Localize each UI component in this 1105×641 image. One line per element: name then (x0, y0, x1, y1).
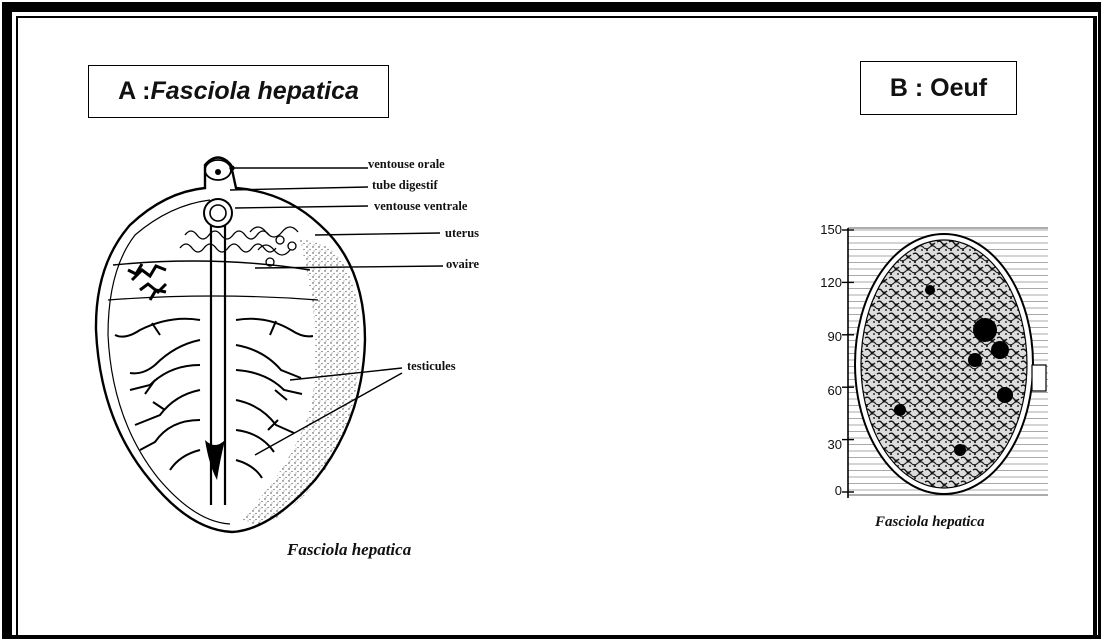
oeuf-egg-drawing (855, 234, 1046, 494)
ovary (128, 264, 166, 300)
label-testicules: testicules (407, 359, 456, 374)
scale-tick-150: 150 (808, 222, 842, 237)
label-ovaire: ovaire (446, 257, 479, 272)
label-ventouse-ventrale: ventouse ventrale (374, 199, 467, 214)
label-ventouse-orale: ventouse orale (368, 157, 445, 172)
label-uterus: uterus (445, 226, 479, 241)
panel-b-caption: Fasciola hepatica (875, 514, 985, 531)
scale-tick-120: 120 (808, 275, 842, 290)
label-tube-digestif: tube digestif (372, 178, 438, 193)
ventral-sucker (210, 205, 226, 221)
scale-tick-30: 30 (808, 437, 842, 452)
fasciola-body-drawing (96, 158, 365, 533)
scale-tick-90: 90 (808, 329, 842, 344)
scale-tick-60: 60 (808, 383, 842, 398)
panel-a-caption: Fasciola hepatica (287, 540, 411, 560)
scale-tick-0: 0 (808, 483, 842, 498)
uterus-coils (180, 227, 298, 266)
